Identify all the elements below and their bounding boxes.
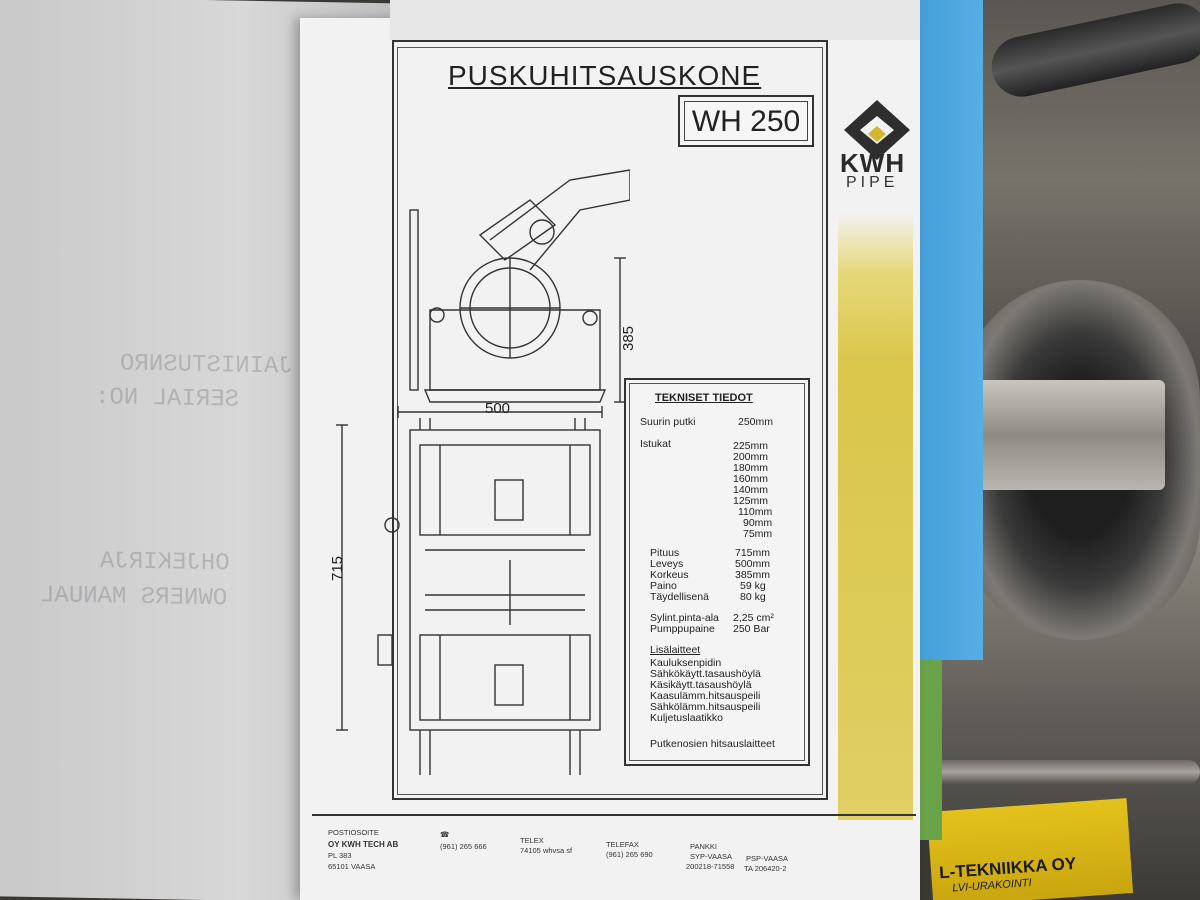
spec-dim-value: 715mm — [735, 547, 771, 559]
spec-dim-label: Paino — [650, 580, 677, 592]
document-page — [300, 18, 920, 900]
spec-insert: 110mm — [738, 506, 773, 518]
spec-insert: 160mm — [733, 473, 769, 485]
ghost-text: JAINISTUSNRO — [120, 350, 293, 381]
yellow-side-band — [838, 60, 913, 820]
spec-accessory: Käsikäytt.tasaushöylä — [650, 679, 752, 691]
spec-insert: 125mm — [733, 495, 769, 507]
spec-heading: TEKNISET TIEDOT — [655, 392, 753, 404]
spec-cylinder-label: Sylint.pinta-ala — [650, 612, 719, 624]
spec-insert: 140mm — [733, 484, 769, 496]
spec-pump-value: 250 Bar — [733, 623, 770, 635]
model-box: WH 250 — [678, 95, 814, 147]
spec-accessory: Kauluksenpidin — [650, 657, 722, 669]
spec-pump-label: Pumppupaine — [650, 623, 715, 635]
spec-insert: 75mm — [743, 528, 773, 540]
spec-dim-label: Täydellisenä — [650, 591, 709, 603]
spec-dim-value: 500mm — [735, 558, 771, 570]
spec-accessory: Kuljetuslaatikko — [650, 712, 723, 724]
footer-bank1-no: 200218-71558 — [686, 862, 735, 871]
background-clamp — [965, 380, 1165, 490]
background-rod — [930, 760, 1200, 784]
logo-sub: PIPE — [846, 174, 899, 191]
ghost-text: OWNERS MANUAL — [40, 582, 228, 613]
spec-max-pipe-label: Suurin putki — [640, 416, 696, 428]
dimension-width: 500 — [485, 400, 511, 417]
footer-rule — [312, 814, 916, 816]
frame-side — [429, 309, 601, 391]
dimension-height: 385 — [620, 325, 638, 352]
spec-dim-label: Leveys — [650, 558, 684, 570]
ghost-text: OHJEKIRJA — [100, 548, 230, 578]
footer-po-box: PL 383 — [328, 851, 352, 860]
spec-insert: 225mm — [733, 440, 769, 452]
logo-brand: KWH — [840, 148, 906, 178]
drawing-frame-inner — [397, 47, 823, 795]
spec-cylinder-value: 2,25 cm² — [733, 612, 774, 624]
ghost-text: SERIAL NO: — [95, 384, 240, 414]
background-yellow-label: L-TEKNIIKKA OY LVI-URAKOINTI — [926, 798, 1134, 900]
spec-panel — [624, 378, 810, 766]
spec-insert: 200mm — [733, 451, 769, 463]
footer-pankki-label: PANKKI — [690, 842, 717, 851]
spec-accessory: Sähkölämm.hitsauspeili — [650, 701, 761, 713]
footer-telefax: (961) 265 690 — [606, 850, 653, 859]
footer-bank2: PSP-VAASA — [746, 854, 788, 863]
document-title: PUSKUHITSAUSKONE — [448, 60, 762, 91]
page-top-strip — [390, 0, 920, 40]
model-number: WH 250 — [684, 101, 808, 141]
footer-bank1: SYP-VAASA — [690, 852, 732, 861]
spec-dim-value: 80 kg — [740, 591, 766, 603]
drawing-frame — [392, 40, 828, 800]
footer-telex: 74105 whvsa sf — [520, 846, 573, 855]
handle-rod — [409, 209, 419, 391]
kwh-logo-icon — [844, 100, 910, 160]
footer-telefax-label: TELEFAX — [606, 840, 639, 849]
machine-drawing — [336, 169, 630, 775]
spec-inserts-label: Istukat — [640, 438, 671, 450]
footer-telex-label: TELEX — [520, 836, 544, 845]
frame-top — [409, 429, 601, 731]
footer-phone: (961) 265 666 — [440, 842, 487, 851]
spec-extra: Putkenosien hitsauslaitteet — [650, 738, 775, 750]
footer-postiosoite-label: POSTIOSOITE — [328, 828, 379, 837]
spec-dim-label: Pituus — [650, 547, 680, 559]
phone-icon: ☎ — [440, 830, 450, 839]
spec-dim-value: 385mm — [735, 569, 771, 581]
spec-dim-label: Korkeus — [650, 569, 689, 581]
spec-insert: 90mm — [743, 517, 773, 529]
spec-accessory: Kaasulämm.hitsauspeili — [650, 690, 761, 702]
planer-arm — [489, 169, 630, 271]
footer-company: OY KWH TECH AB — [328, 840, 399, 849]
footer-city: 65101 VAASA — [328, 862, 376, 871]
spec-dim-value: 59 kg — [740, 580, 766, 592]
spec-accessory: Sähkökäytt.tasaushöylä — [650, 668, 761, 680]
spec-max-pipe-value: 250mm — [738, 416, 774, 428]
spec-insert: 180mm — [733, 462, 769, 474]
dimension-length: 715 — [329, 555, 347, 582]
spec-accessories-heading: Lisälaitteet — [650, 644, 701, 656]
footer-bank2-no: TA 206420-2 — [744, 864, 787, 873]
